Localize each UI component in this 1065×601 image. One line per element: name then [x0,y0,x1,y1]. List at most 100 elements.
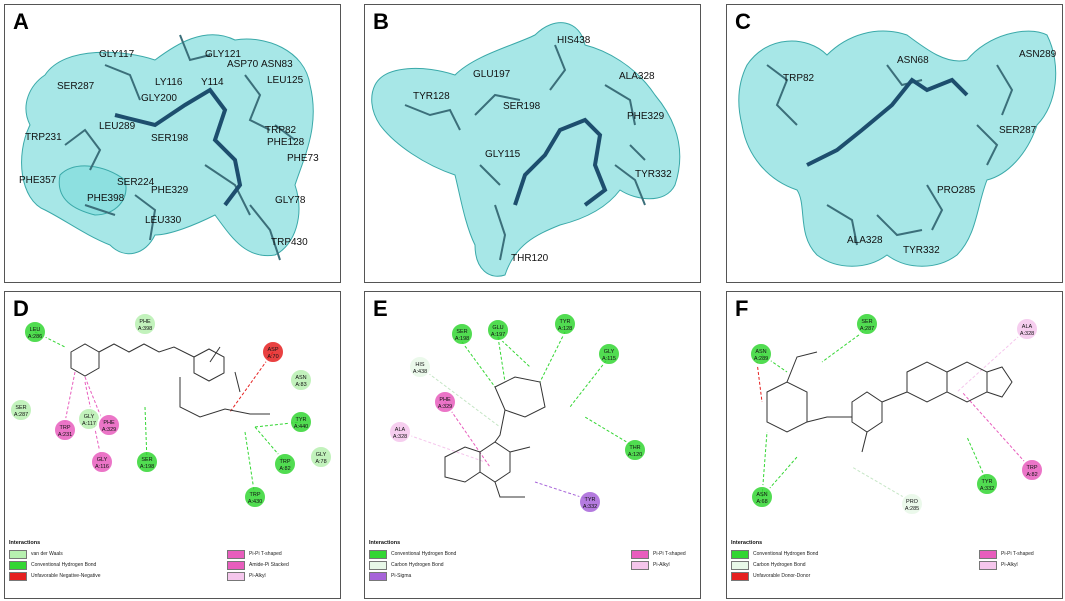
residue-label: ALA328 [847,235,883,246]
residue-circles: SERA:198GLUA:197TYRA:128GLYA:115HISA:438… [388,312,647,514]
residue-label: GLY117 [99,49,135,60]
residue-label: PRO285 [937,185,976,196]
residue-id: A:198 [455,336,469,342]
legend-title: Interactions [369,540,401,546]
residue-label: THR120 [511,253,549,264]
residue-id: A:398 [138,326,152,332]
legend: Interactions Conventional Hydrogen Bond … [731,540,1062,596]
residue-label: SER198 [151,133,189,144]
legend-item: Unfavorable Donor-Donor [753,573,811,579]
legend-swatch [9,572,27,581]
residue-name: GLU [492,325,503,331]
residue-circle [553,312,577,336]
legend-swatch [731,561,749,570]
legend-item: van der Waals [31,551,63,557]
legend: Interactions Conventional Hydrogen Bond … [369,540,700,596]
residue-label: PHE128 [267,137,305,148]
ligand-skeleton [70,343,270,418]
residue-circle [273,452,297,476]
legend-item: Conventional Hydrogen Bond [391,551,457,557]
residue-label: SER198 [503,101,541,112]
protein-surface [371,22,681,277]
residue-label: LEU330 [145,215,182,226]
residue-circle [486,318,510,342]
residue-name: TYR [585,497,596,503]
residue-labels: ASN68 ASN289 TRP82 SER287 PRO285 ALA328 … [783,49,1057,256]
residue-circle [975,472,999,496]
legend-item: Pi-Alkyl [249,573,266,579]
panel-label: E [373,296,388,321]
residue-name: GLY [84,414,95,420]
residue-circle [289,410,313,434]
residue-label: HIS438 [557,35,591,46]
legend-item: Pi-Pi T-shaped [1001,551,1034,557]
residue-label: TRP82 [265,125,297,136]
residue-label: PHE357 [19,175,57,186]
legend-item: Conventional Hydrogen Bond [31,562,97,568]
residue-name: TRP [60,425,71,431]
panel-c-svg: ASN68 ASN289 TRP82 SER287 PRO285 ALA328 … [738,30,1057,267]
legend-swatch [369,550,387,559]
residue-name: SER [141,457,152,463]
residue-id: A:78 [315,459,326,465]
residue-name: ALA [1022,324,1033,330]
residue-id: A:440 [294,424,308,430]
residue-name: GLY [316,452,327,458]
residue-id: A:82 [1026,472,1037,478]
residue-sticks [766,64,1014,246]
legend-item: Pi-Pi T-shaped [653,551,686,557]
residue-name: TYR [560,319,571,325]
residue-id: A:332 [980,486,994,492]
residue-circle [309,445,333,469]
residue-id: A:289 [754,356,768,362]
residue-id: A:70 [267,354,278,360]
residue-name: SER [456,329,467,335]
residue-circle [243,485,267,509]
residue-name: GLY [97,457,108,463]
residue-circle [133,312,157,336]
residue-id: A:329 [438,404,452,410]
legend-title: Interactions [731,540,763,546]
panel-label: A [13,9,29,34]
panel-label: C [735,9,751,34]
residue-circle [433,390,457,414]
protein-surface [738,30,1057,267]
legend-swatch [227,561,245,570]
residue-id: A:332 [583,504,597,510]
residue-circle [578,490,602,514]
ligand-sticks [114,87,243,207]
residue-label: ASN83 [261,59,293,70]
residue-id: A:83 [295,382,306,388]
legend-swatch [369,561,387,570]
residue-label: ASP70 [227,59,259,70]
residue-label: ALA328 [619,71,655,82]
residue-name: ALA [395,427,406,433]
residue-label: TRP82 [783,73,815,84]
legend-item: Pi-Pi T-shaped [249,551,282,557]
residue-id: A:286 [28,334,42,340]
residue-name: ASP [267,347,278,353]
residue-label: PHE329 [151,185,189,196]
legend-swatch [9,550,27,559]
residue-circle [53,418,77,442]
panel-label: F [735,296,749,321]
residue-id: A:285 [905,506,919,512]
residue-id: A:198 [140,464,154,470]
residue-circle [750,485,774,509]
ligand-skeleton [444,376,546,498]
legend-swatch [731,550,749,559]
residue-name: ASN [755,349,766,355]
legend-item: Carbon Hydrogen Bond [391,562,444,568]
residue-name: TRP [1027,465,1038,471]
residue-name: SER [15,405,26,411]
residue-circle [261,340,285,364]
residue-label: TYR332 [903,245,940,256]
residue-circles: LEUA:286PHEA:398ASPA:70ASNA:83SERA:287TR… [9,312,333,509]
legend-swatch [631,550,649,559]
residue-sticks [64,34,296,261]
residue-id: A:329 [102,427,116,433]
ligand-sticks [513,117,608,207]
